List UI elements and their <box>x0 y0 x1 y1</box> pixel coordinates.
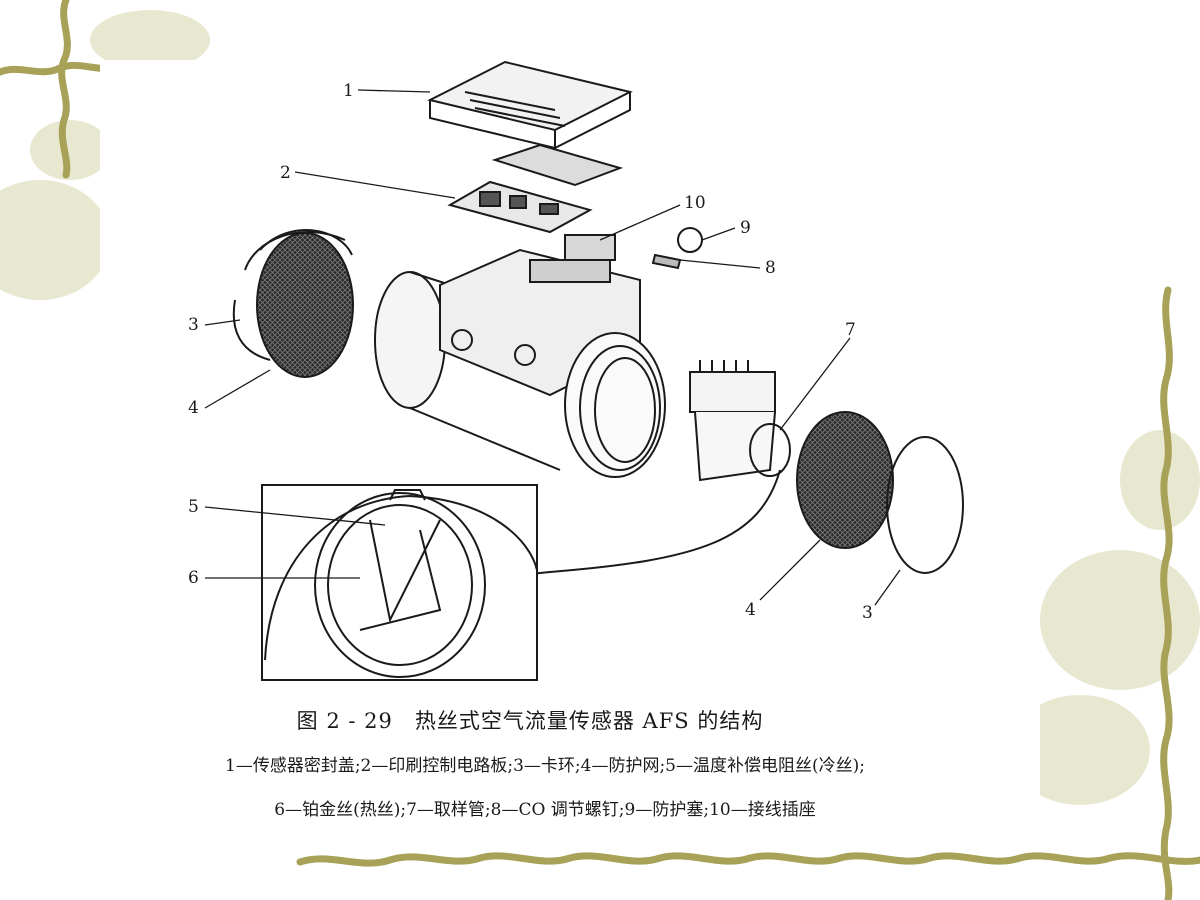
legend-line-1: 1—传感器密封盖;2—印刷控制电路板;3—卡环;4—防护网;5—温度补偿电阻丝(… <box>225 756 865 776</box>
sensor-housing <box>374 248 666 478</box>
leaf-decoration <box>0 10 1200 805</box>
callout-2: 2 <box>280 163 291 183</box>
sensor-cover <box>427 60 633 150</box>
figure-caption: 图 2 - 29 热丝式空气流量传感器 AFS 的结构 <box>296 709 764 733</box>
left-protective-mesh <box>256 229 354 378</box>
callout-6: 6 <box>188 568 199 588</box>
callout-8: 8 <box>765 258 776 278</box>
callout-3-right: 3 <box>862 603 873 623</box>
callout-4-right: 4 <box>745 600 756 620</box>
callout-3-left: 3 <box>188 315 199 335</box>
connector-socket <box>564 234 616 261</box>
circuit-board <box>447 143 624 234</box>
callout-labels: 1 2 10 9 8 7 3 4 5 6 4 3 <box>188 81 873 623</box>
callout-1: 1 <box>343 81 354 101</box>
sampling-tube <box>429 360 791 621</box>
callout-leaders <box>204 89 901 606</box>
legend-line-2: 6—铂金丝(热丝);7—取样管;8—CO 调节螺钉;9—防护塞;10—接线插座 <box>274 800 816 820</box>
callout-7: 7 <box>845 320 856 340</box>
co-adjust-screw <box>651 253 682 270</box>
left-clip-ring <box>232 231 346 361</box>
right-clip-ring <box>886 436 964 574</box>
right-protective-mesh <box>796 411 894 549</box>
callout-4-left: 4 <box>188 398 199 418</box>
callout-9: 9 <box>740 218 751 238</box>
callout-5: 5 <box>188 497 199 517</box>
callout-10: 10 <box>684 193 706 213</box>
inset-detail <box>261 484 538 681</box>
protective-plug <box>677 227 703 253</box>
